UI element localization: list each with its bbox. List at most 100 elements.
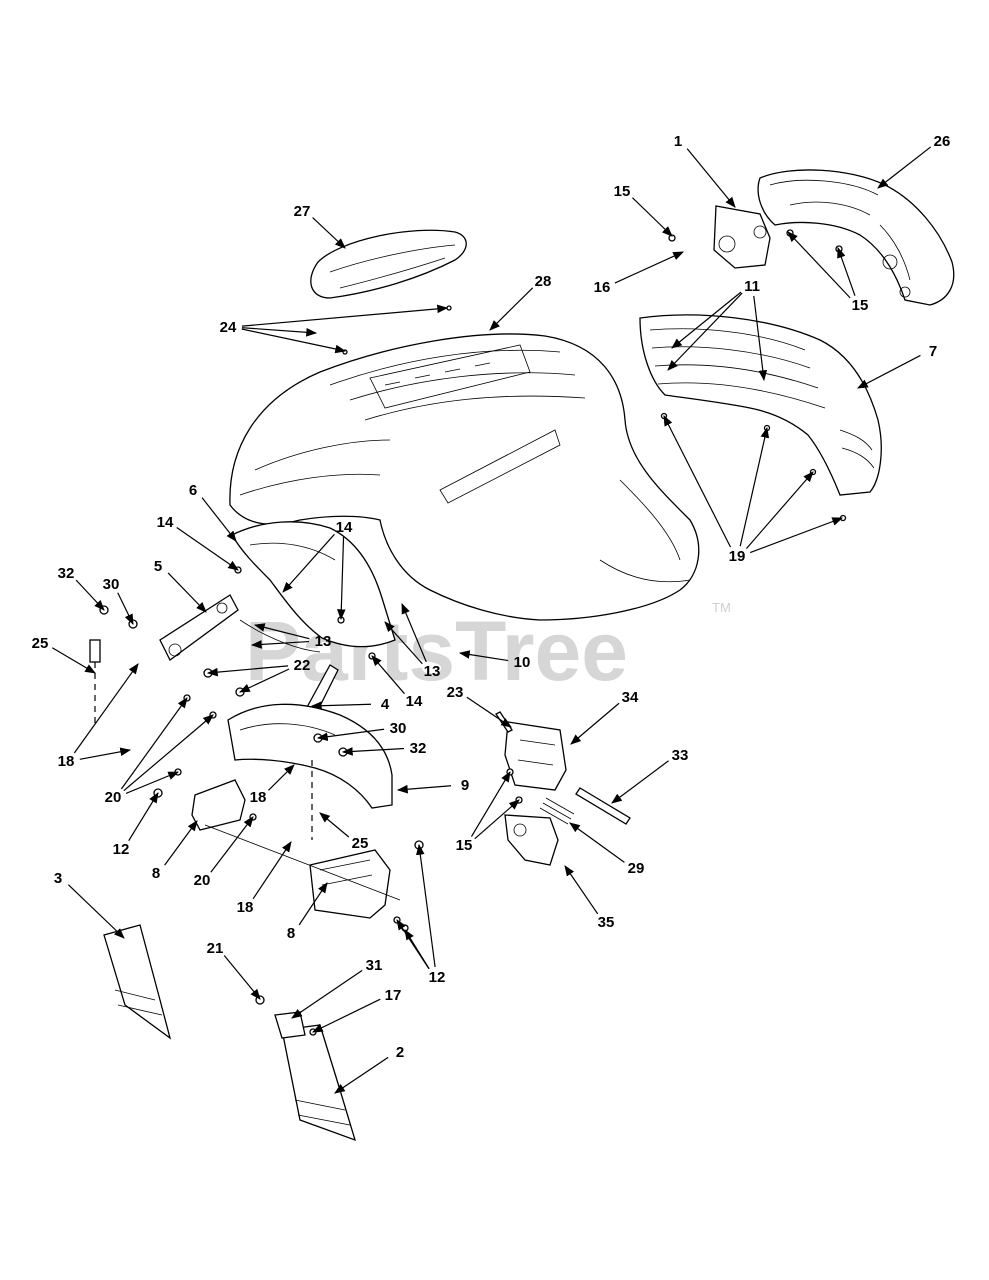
callout-label-c4: 4 — [381, 696, 390, 713]
leader-line-c29 — [569, 822, 625, 863]
callout-label-c33: 33 — [672, 747, 689, 764]
leader-line-c3 — [67, 884, 125, 939]
callout-label-c32b: 32 — [410, 740, 427, 757]
part-1-bracket — [713, 205, 771, 269]
leader-line-c22b — [239, 668, 290, 693]
callout-label-c24a: 24 — [220, 319, 237, 336]
leader-line-c13a — [253, 623, 310, 640]
leader-line-c8b — [298, 882, 328, 926]
leader-line-c27 — [312, 217, 346, 249]
leader-line-c24b — [241, 327, 318, 337]
callout-label-c6: 6 — [189, 482, 197, 499]
leader-line-c32b — [341, 747, 405, 756]
callout-label-c13a: 13 — [315, 633, 332, 650]
leader-line-c30b — [316, 728, 385, 742]
part-7-grille — [639, 314, 882, 496]
leader-line-c14c — [336, 536, 346, 621]
callout-label-c18d: 18 — [237, 899, 254, 916]
callout-label-c12a: 12 — [113, 841, 130, 858]
callout-label-c19a: 19 — [729, 548, 746, 565]
leader-line-c4 — [310, 701, 372, 711]
leader-line-c11c — [753, 295, 768, 382]
callout-label-c12b: 12 — [429, 969, 446, 986]
callout-label-c32a: 32 — [58, 565, 75, 582]
part-34-hinge — [504, 721, 567, 791]
callout-label-c2: 2 — [396, 1044, 404, 1061]
part-35-hinge-bracket — [504, 814, 559, 866]
callout-label-c20d: 20 — [194, 872, 211, 889]
callout-label-c1: 1 — [674, 133, 682, 150]
leader-line-c32a — [75, 579, 105, 611]
leader-line-c15e — [474, 799, 520, 840]
leader-line-c22a — [206, 665, 289, 677]
leader-line-c13d — [384, 621, 423, 665]
part-26-rear-fender — [757, 169, 955, 306]
leader-line-c14b — [282, 533, 335, 593]
callout-label-c3: 3 — [54, 870, 62, 887]
leader-line-c14d — [371, 655, 405, 695]
callout-label-c10: 10 — [514, 654, 531, 671]
callout-label-c29: 29 — [628, 860, 645, 877]
leader-line-c16 — [614, 251, 684, 284]
callout-label-c5: 5 — [154, 558, 162, 575]
leader-line-c19b — [739, 426, 770, 547]
leader-line-c2 — [334, 1056, 389, 1094]
leader-line-c20c — [125, 771, 179, 794]
leader-line-c20d — [210, 816, 254, 873]
leader-line-c21 — [223, 955, 261, 1000]
callout-label-c25a: 25 — [32, 635, 49, 652]
callout-label-c28: 28 — [535, 273, 552, 290]
callout-label-c20a: 20 — [105, 789, 122, 806]
leader-line-c12a — [128, 792, 159, 841]
part-29-spring — [539, 797, 575, 825]
leader-line-c23 — [466, 696, 512, 728]
leader-line-c26 — [877, 146, 932, 189]
leader-line-c13b — [250, 640, 310, 649]
callout-label-c34: 34 — [622, 689, 639, 706]
leader-line-c19d — [749, 517, 844, 554]
leader-line-c6 — [201, 497, 237, 542]
part-9-bracket — [227, 703, 393, 809]
callout-label-c7: 7 — [929, 343, 937, 360]
leader-line-c15a — [631, 197, 673, 237]
leader-line-c14a — [176, 527, 239, 571]
leader-line-c20a — [120, 697, 188, 790]
part-25-rod-left — [89, 639, 101, 728]
leader-line-c11a — [671, 291, 742, 349]
leader-line-c13c — [401, 603, 427, 663]
leader-line-c24c — [241, 328, 347, 354]
leader-line-c11b — [667, 292, 743, 371]
callout-label-c21: 21 — [207, 940, 224, 957]
leader-line-c35 — [564, 865, 599, 915]
callout-label-c27: 27 — [294, 203, 311, 220]
part-2-panel — [281, 1024, 356, 1142]
callout-label-c15d: 15 — [456, 837, 473, 854]
leader-line-c15b — [787, 231, 851, 299]
leader-line-c33 — [611, 760, 669, 804]
leader-line-c9 — [396, 784, 452, 794]
callout-label-c30a: 30 — [103, 576, 120, 593]
leader-line-c10 — [458, 650, 509, 662]
leader-line-c18c — [268, 764, 295, 791]
callout-label-c8a: 8 — [152, 865, 160, 882]
callout-label-c18c: 18 — [250, 789, 267, 806]
part-27-cover — [310, 229, 467, 299]
callout-label-c31: 31 — [366, 957, 383, 974]
leader-line-c17 — [312, 998, 381, 1033]
callout-label-c9: 9 — [461, 777, 469, 794]
leader-line-c5 — [167, 572, 207, 613]
leader-lines — [51, 146, 932, 1094]
callout-label-c15a: 15 — [614, 183, 631, 200]
callout-label-c23: 23 — [447, 684, 464, 701]
part-28-hood — [229, 333, 700, 621]
callout-label-c15b: 15 — [852, 297, 869, 314]
leader-line-c8a — [164, 820, 198, 866]
watermark-trademark: TM — [712, 600, 731, 615]
callout-label-c30b: 30 — [390, 720, 407, 737]
leader-line-c15d — [470, 771, 511, 837]
callout-label-c22a: 22 — [294, 657, 311, 674]
leader-line-c18d — [252, 841, 292, 900]
leader-line-c30a — [117, 592, 134, 625]
